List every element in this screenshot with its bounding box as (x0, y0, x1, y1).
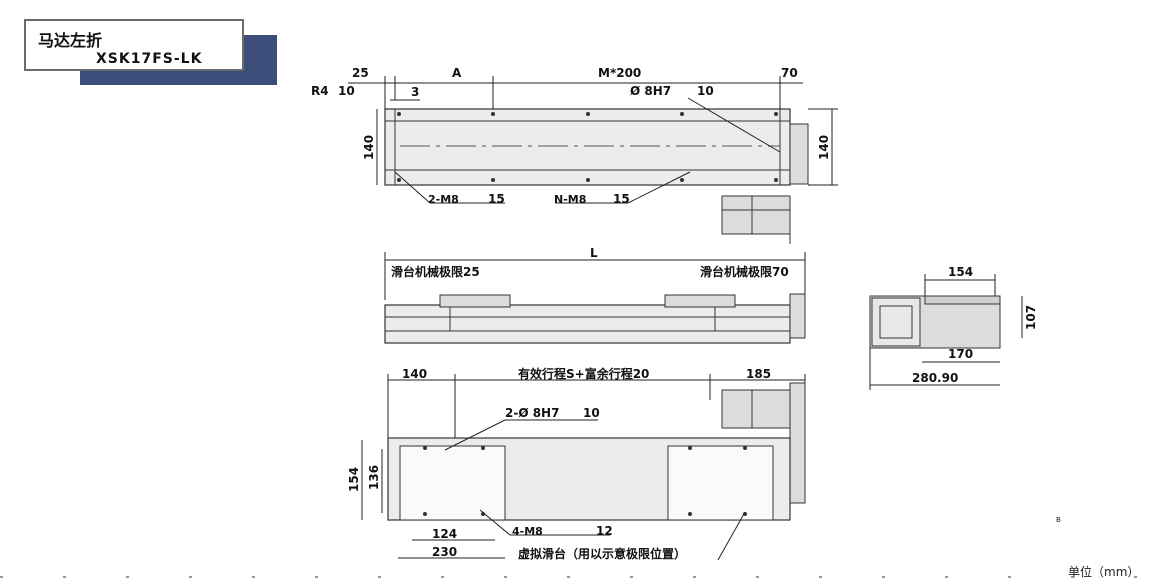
limit-right: 滑台机械极限70 (700, 264, 789, 279)
dim-3: 3 (411, 85, 419, 99)
dim-4m8: 4-M8 (512, 525, 543, 538)
top-motor (721, 195, 791, 235)
title-box: 马达左折 XSK17FS-LK (24, 19, 244, 71)
side-view: L 滑台机械极限25 滑台机械极限70 (384, 246, 806, 344)
dim-m200: M*200 (598, 66, 641, 80)
dim-nm8-depth: 15 (613, 192, 630, 206)
dim-2m8: 2-M8 (428, 193, 459, 206)
dim-140-left: 140 (362, 135, 376, 160)
dim-phi8h7-depth: 10 (697, 84, 714, 98)
dim-136: 136 (367, 465, 381, 490)
top-view-body (384, 108, 791, 186)
dim-r4-depth: 10 (338, 84, 355, 98)
dim-70: 70 (781, 66, 798, 80)
dim-r4: R4 (311, 84, 329, 98)
unit-label: 单位（mm） (1068, 565, 1140, 579)
dim-107: 107 (1024, 305, 1038, 330)
title-cn: 马达左折 (38, 31, 103, 50)
corner-mark: B (1056, 516, 1061, 524)
dim-2phi8h7: 2-Ø 8H7 (505, 406, 559, 420)
dim-stroke: 有效行程S+富余行程20 (518, 366, 649, 381)
dim-154-b: 154 (347, 467, 361, 492)
dim-25: 25 (352, 66, 369, 80)
top-motor-flange (789, 123, 809, 185)
dim-a: A (452, 66, 462, 80)
limit-left: 滑台机械极限25 (391, 264, 480, 279)
dim-230: 230 (432, 545, 457, 559)
dim-170: 170 (948, 347, 973, 361)
dim-phi8h7: Ø 8H7 (630, 84, 671, 98)
dim-2phi8h7-depth: 10 (583, 406, 600, 420)
dim-280: 280.90 (912, 371, 958, 385)
dim-140-b: 140 (402, 367, 427, 381)
dim-185: 185 (746, 367, 771, 381)
top-view: 25 A M*200 70 R4 10 3 Ø 8H7 10 140 140 2… (311, 66, 838, 244)
model-label: XSK17FS-LK (96, 51, 203, 67)
virtual-slide-note: 虚拟滑台（用以示意极限位置） (518, 546, 686, 561)
bottom-view: 140 有效行程S+富余行程20 185 2-Ø 8H7 10 154 136 … (347, 366, 806, 561)
dim-140-right: 140 (817, 135, 831, 160)
bottom-motor (721, 389, 791, 429)
dim-nm8: N-M8 (554, 193, 586, 206)
dim-124: 124 (432, 527, 457, 541)
dim-154: 154 (948, 265, 973, 279)
dim-2m8-depth: 15 (488, 192, 505, 206)
dim-l: L (590, 246, 598, 260)
end-view: 154 107 170 280.90 (869, 265, 1038, 390)
side-view-body (384, 304, 791, 344)
dim-4m8-depth: 12 (596, 524, 613, 538)
